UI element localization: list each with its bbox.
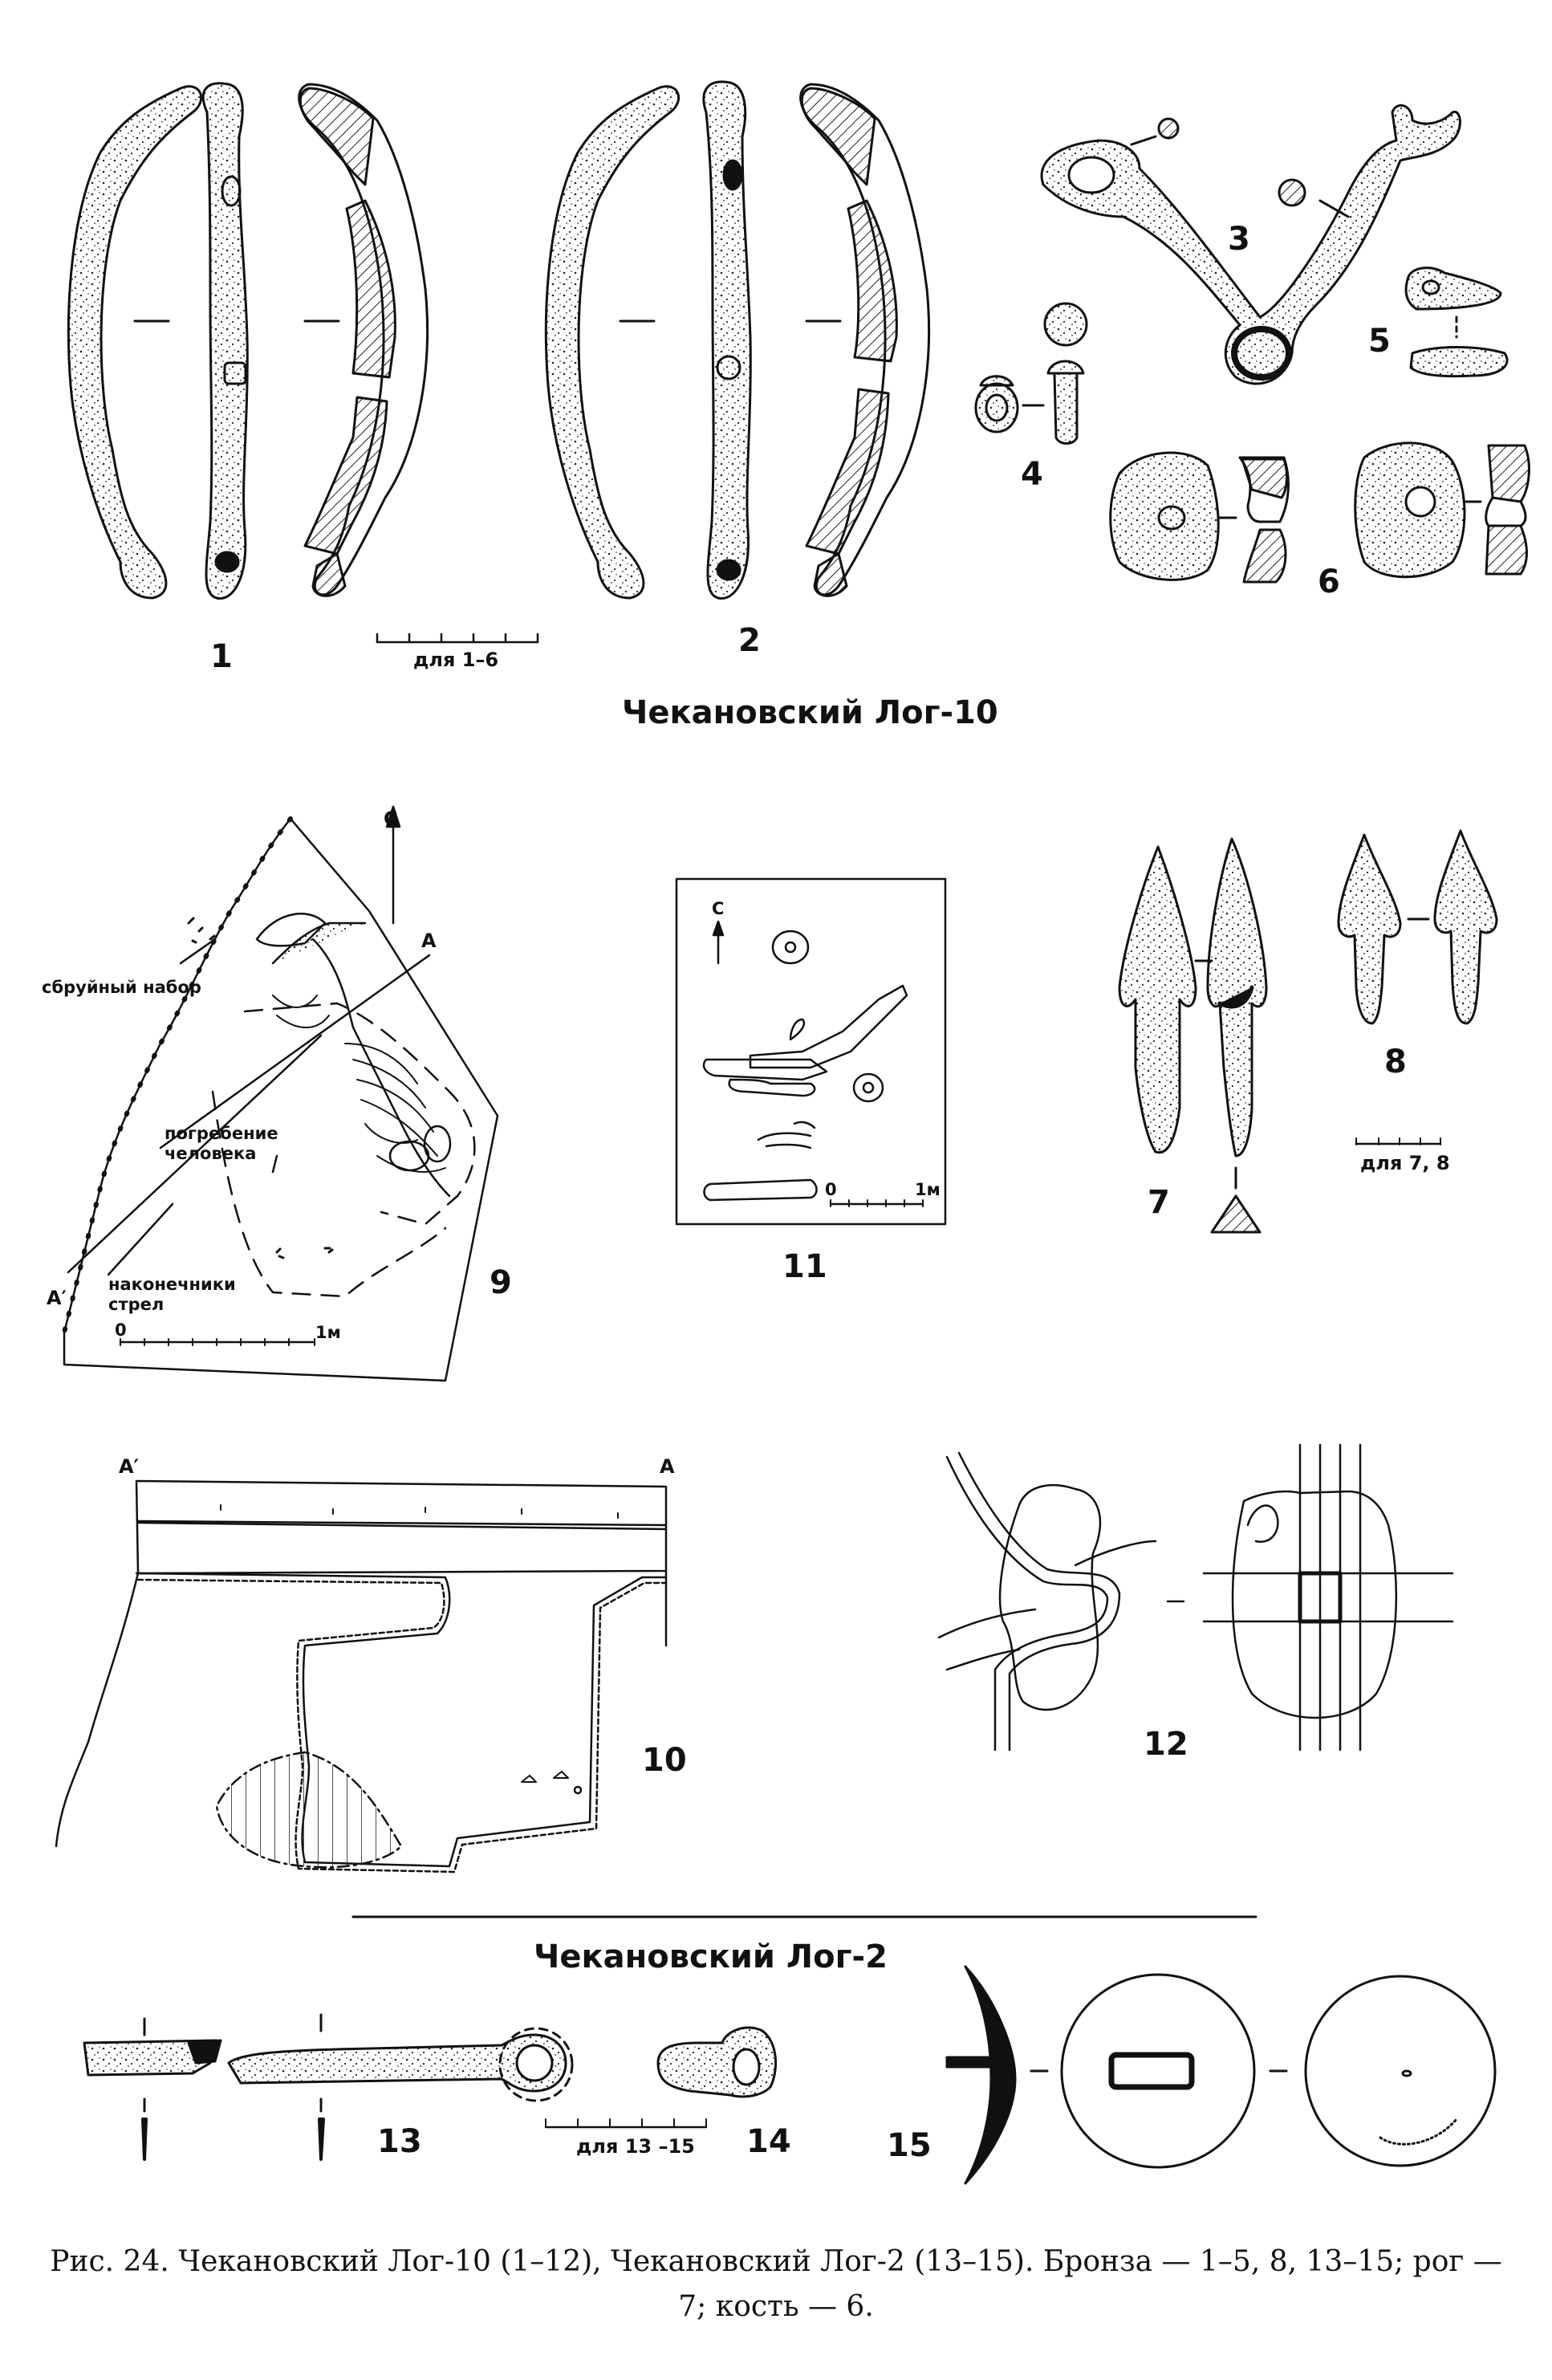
plan9-arrow-label-2: стрел bbox=[108, 1295, 165, 1314]
plan11-north: С bbox=[712, 899, 725, 918]
plan9-burial-label-2: человека bbox=[165, 1144, 257, 1163]
figure-number-15: 15 bbox=[887, 2127, 932, 2164]
figure-number-3: 3 bbox=[1228, 221, 1250, 258]
site-heading-upper: Чекановский Лог-10 bbox=[622, 694, 998, 731]
figure-number-2: 2 bbox=[738, 622, 761, 659]
plan9-harness-label: сбруйный набор bbox=[42, 978, 201, 997]
figure-number-7: 7 bbox=[1148, 1184, 1170, 1221]
plan9-scale-zero: 0 bbox=[115, 1320, 127, 1340]
artifact-2 bbox=[544, 80, 931, 600]
figure-number-9: 9 bbox=[490, 1264, 512, 1301]
figure-number-11: 11 bbox=[782, 1248, 827, 1285]
artifact-15 bbox=[945, 1965, 1497, 2185]
scale-bar-1-6 bbox=[376, 633, 539, 644]
figure-number-4: 4 bbox=[1021, 456, 1043, 493]
burial-plan-9 bbox=[62, 805, 499, 1382]
figure-number-5: 5 bbox=[1368, 323, 1391, 360]
plan9-point-a-prime: А′ bbox=[47, 1287, 67, 1309]
artifact-8 bbox=[1337, 829, 1498, 1145]
burial-plan-11 bbox=[675, 877, 947, 1226]
site-heading-lower: Чекановский Лог-2 bbox=[534, 1939, 888, 1975]
artifact-1 bbox=[67, 82, 429, 600]
section-profile-10 bbox=[55, 1479, 668, 1873]
scale-label-1-6: для 1–6 bbox=[413, 649, 499, 671]
figure-number-14: 14 bbox=[746, 2123, 791, 2160]
artifact-4 bbox=[974, 302, 1088, 445]
plan9-point-a: А bbox=[421, 930, 437, 952]
artifact-12 bbox=[937, 1443, 1454, 1751]
artifact-14 bbox=[656, 2026, 778, 2098]
artifact-7 bbox=[1118, 837, 1268, 1234]
figure-number-12: 12 bbox=[1144, 1726, 1188, 1763]
scale-label-7-8: для 7, 8 bbox=[1360, 1152, 1450, 1174]
section10-point-a: А bbox=[660, 1455, 675, 1478]
figure-number-6: 6 bbox=[1318, 563, 1340, 600]
scale-bar-13-15 bbox=[544, 2118, 708, 2129]
scale-label-13-15: для 13 –15 bbox=[576, 2135, 695, 2158]
artifact-3 bbox=[1040, 104, 1461, 385]
figure-number-1: 1 bbox=[210, 638, 233, 675]
figure-number-10: 10 bbox=[642, 1742, 687, 1779]
section10-point-a-prime: А′ bbox=[119, 1455, 139, 1478]
plan11-scale-one: 1м bbox=[915, 1180, 941, 1199]
artifact-6 bbox=[1109, 441, 1530, 584]
plan9-arrow-label-1: наконечники bbox=[108, 1275, 236, 1294]
figure-number-13: 13 bbox=[377, 2123, 422, 2160]
figure-caption: Рис. 24. Чекановский Лог-10 (1–12), Чека… bbox=[50, 2245, 1502, 2323]
figure-number-8: 8 bbox=[1384, 1044, 1407, 1080]
artifact-13 bbox=[83, 2013, 574, 2161]
artifact-5 bbox=[1404, 266, 1509, 378]
plan9-north: С bbox=[384, 808, 398, 830]
plan9-scale-one: 1м bbox=[315, 1323, 341, 1342]
plan9-burial-label-1: погребение bbox=[165, 1124, 278, 1143]
plan11-scale-zero: 0 bbox=[825, 1180, 837, 1199]
